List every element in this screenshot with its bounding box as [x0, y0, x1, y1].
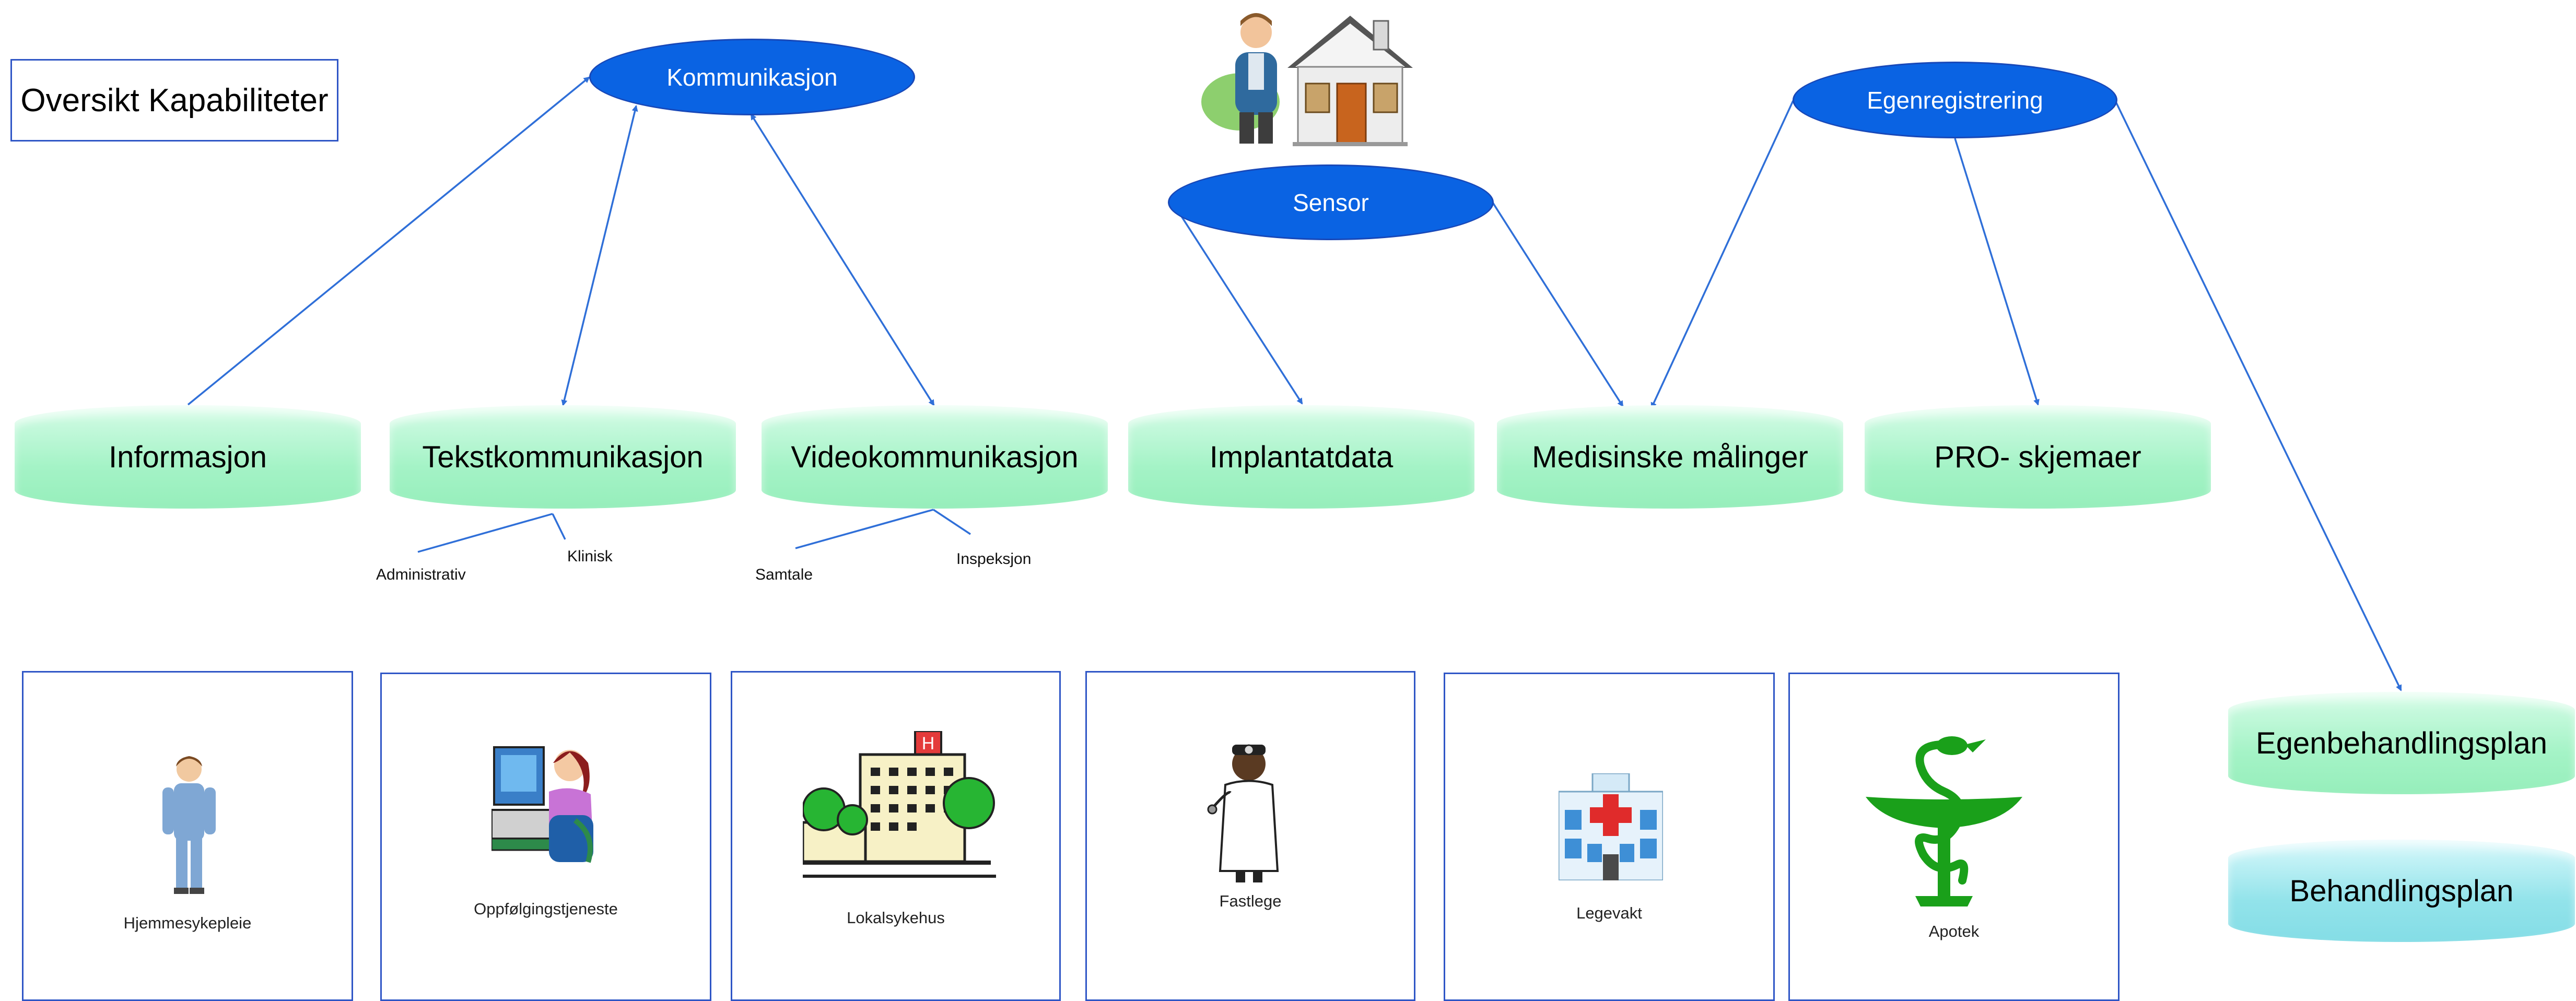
- pro-skjemaer-cylinder: PRO- skjemaer: [1865, 405, 2211, 509]
- subtype-samtale: Samtale: [755, 566, 813, 583]
- location-hjemmesykepleie: Hjemmesykepleie: [22, 671, 353, 1001]
- behandlingsplan-cylinder: Behandlingsplan: [2228, 840, 2575, 942]
- bracket-tekst-right: [552, 513, 566, 540]
- tekstkommunikasjon-cylinder: Tekstkommunikasjon: [390, 405, 736, 509]
- computer-operator-icon: [491, 746, 593, 863]
- medisinske-malinger-cylinder: Medisinske målinger: [1497, 405, 1843, 509]
- legevakt-label: Legevakt: [1576, 904, 1642, 922]
- videokommunikasjon-label: Videokommunikasjon: [791, 440, 1079, 474]
- implantatdata-label: Implantatdata: [1209, 440, 1394, 474]
- apotek-label: Apotek: [1928, 922, 1980, 940]
- fastlege-label: Fastlege: [1219, 892, 1282, 910]
- arrow-sensor-implantat: [1177, 211, 1303, 405]
- location-legevakt: Legevakt: [1444, 673, 1775, 1001]
- arrow-informasjon-kommunikasjon: [187, 76, 590, 406]
- kommunikasjon-node: Kommunikasjon: [589, 39, 915, 115]
- svg-text:H: H: [922, 734, 935, 753]
- pharmacy-symbol-icon: [1866, 736, 2022, 906]
- arrow-video-kommunikasjon: [750, 113, 935, 406]
- subtype-klinisk: Klinisk: [567, 548, 613, 565]
- sensor-node: Sensor: [1168, 164, 1494, 240]
- informasjon-cylinder: Informasjon: [15, 405, 361, 509]
- bracket-video-right: [933, 509, 971, 535]
- subtype-inspeksjon: Inspeksjon: [956, 550, 1032, 568]
- behandlingsplan-label: Behandlingsplan: [2289, 874, 2514, 908]
- egenbehandlingsplan-cylinder: Egenbehandlingsplan: [2228, 692, 2575, 794]
- arrow-egenreg-pro: [1954, 138, 2040, 406]
- arrow-egenreg-egenbehandlingsplan: [2114, 100, 2402, 691]
- location-oppfolgingstjeneste: Oppfølgingstjeneste: [380, 673, 711, 1001]
- pro-skjemaer-label: PRO- skjemaer: [1934, 440, 2141, 474]
- patient-home-icon: [1201, 13, 1413, 146]
- hospital-building-icon: H: [803, 731, 996, 878]
- hjemmesykepleie-label: Hjemmesykepleie: [123, 914, 252, 932]
- implantatdata-cylinder: Implantatdata: [1128, 405, 1474, 509]
- egenbehandlingsplan-label: Egenbehandlingsplan: [2256, 726, 2547, 760]
- lokalsykehus-label: Lokalsykehus: [847, 909, 945, 927]
- medisinske-malinger-label: Medisinske målinger: [1532, 440, 1808, 474]
- oppfolgingstjeneste-label: Oppfølgingstjeneste: [474, 900, 618, 918]
- arrow-sensor-malinger: [1492, 202, 1624, 407]
- doctor-icon: [1207, 744, 1279, 882]
- bracket-video-left: [795, 509, 934, 549]
- sensor-label: Sensor: [1293, 189, 1369, 216]
- kommunikasjon-label: Kommunikasjon: [666, 63, 838, 91]
- egenregistrering-node: Egenregistrering: [1793, 62, 2117, 138]
- emergency-clinic-icon: [1559, 773, 1663, 880]
- location-lokalsykehus: H Lokalsykehus: [731, 671, 1061, 1001]
- bracket-tekst-left: [417, 513, 553, 553]
- tekstkommunikasjon-label: Tekstkommunikasjon: [422, 440, 704, 474]
- egenregistrering-label: Egenregistrering: [1867, 86, 2043, 114]
- informasjon-label: Informasjon: [108, 440, 267, 474]
- arrow-egenreg-malinger: [1650, 100, 1794, 409]
- videokommunikasjon-cylinder: Videokommunikasjon: [762, 405, 1108, 509]
- nurse-icon: [162, 756, 216, 894]
- location-fastlege: Fastlege: [1085, 671, 1415, 1001]
- location-apotek: Apotek: [1788, 673, 2120, 1001]
- subtype-administrativ: Administrativ: [376, 566, 466, 583]
- arrow-tekst-kommunikasjon: [561, 105, 638, 406]
- diagram-title: Oversikt Kapabiliteter: [10, 59, 338, 142]
